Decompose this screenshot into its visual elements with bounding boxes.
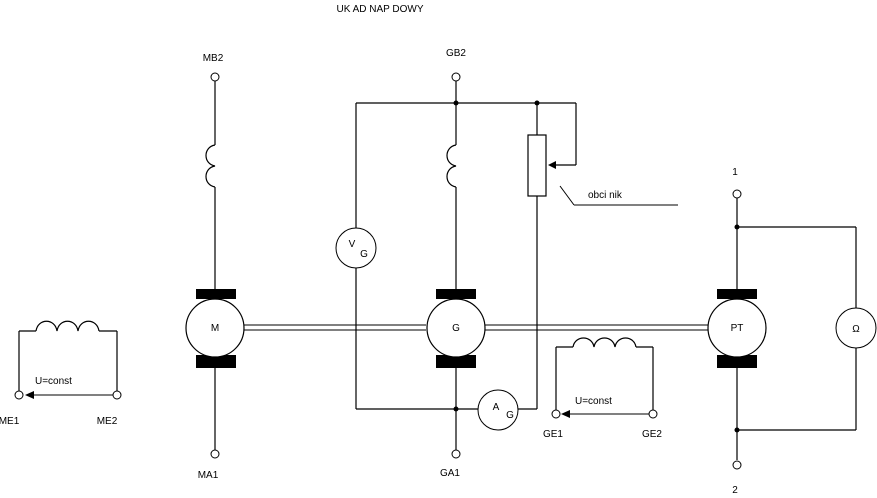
motor-pole-top [196,289,236,299]
motor-field-supply-label: U=const [35,376,72,387]
ammeter: A G [477,389,519,431]
terminal-gb2 [451,72,461,82]
label-ma1: MA1 [198,470,219,481]
generator-pole-bottom [436,355,476,368]
generator-field-circuit: U=const GE1 GE2 [543,337,662,440]
generator-series-winding [446,144,457,188]
ammeter-letter: A [493,402,500,413]
terminal-pt1 [732,189,742,199]
ohmmeter: Ω [835,307,877,349]
motor-armature [185,298,245,358]
label-mb2: MB2 [203,53,224,64]
terminal-me1 [14,390,24,400]
terminal-ge2 [648,409,658,419]
diagram-title: UK AD NAP DOWY [336,4,423,15]
label-ge1: GE1 [543,429,563,440]
motor-series-winding [205,144,216,188]
label-me1: ME1 [0,416,20,427]
gen-field-supply-label: U=const [575,396,612,407]
tacho-armature [707,298,767,358]
tacho-label: PT [731,323,744,334]
shaft [244,324,708,331]
motor-field-circuit: U=const ME1 ME2 [0,320,122,427]
generator-shunt-winding [572,337,637,348]
motor-label: M [211,323,219,334]
ammeter-sub: G [506,410,514,421]
motor-shunt-winding [35,320,100,332]
tachogenerator: PT [707,289,767,368]
generator: G [426,289,486,368]
voltmeter-sub: G [360,249,368,260]
tacho-pole-top [717,289,757,299]
terminal-me2 [112,390,122,400]
tacho-pole-bottom [717,355,757,368]
voltmeter: V G [335,227,377,269]
terminal-ge1 [551,409,561,419]
terminal-mb2 [210,72,220,82]
motor: M [185,289,245,368]
label-ge2: GE2 [642,429,662,440]
terminal-pt2 [732,460,742,470]
voltmeter-letter: V [349,239,356,250]
motor-pole-bottom [196,355,236,368]
generator-armature [426,298,486,358]
label-me2: ME2 [97,416,118,427]
generator-pole-top [436,289,476,299]
terminal-ma1 [210,449,220,459]
terminal-ga1 [451,449,461,459]
load-resistor [527,134,547,197]
label-ga1: GA1 [440,468,460,479]
label-gb2: GB2 [446,48,466,59]
motor-armature-circuit: MB2 MA1 [198,53,224,481]
generator-armature-circuit: GB2 GA1 [355,48,678,479]
tachogenerator-circuit: 1 2 [732,167,857,496]
ohmmeter-symbol: Ω [852,324,860,335]
generator-label: G [452,323,460,334]
load-label: obci nik [588,190,623,201]
label-pt1: 1 [732,167,738,178]
label-pt2: 2 [732,485,738,496]
